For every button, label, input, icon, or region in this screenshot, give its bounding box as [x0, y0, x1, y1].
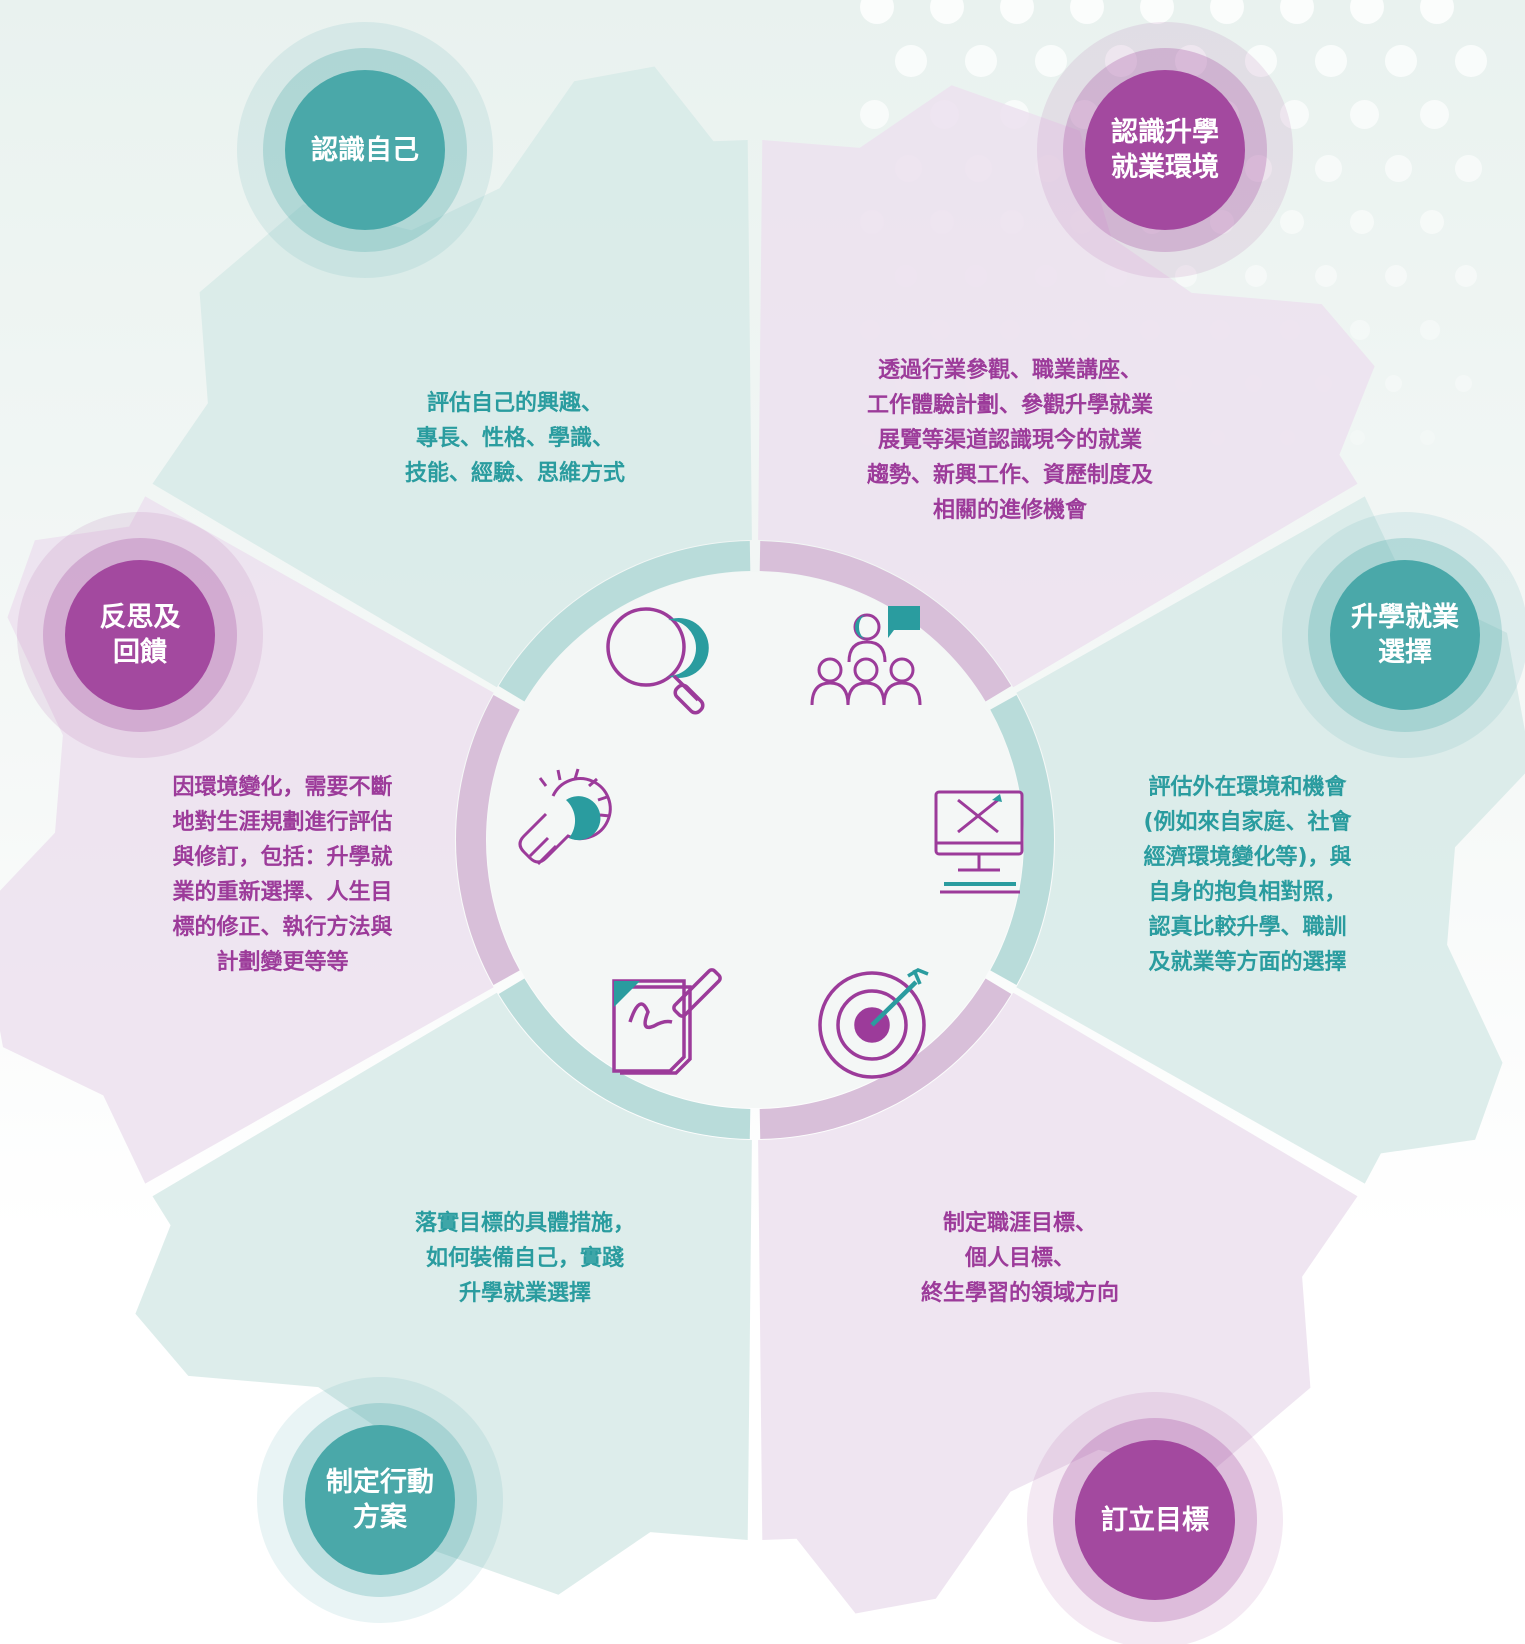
- stage-badge-goal: 訂立目標: [1075, 1440, 1235, 1600]
- hub-ring-segment-self: [498, 541, 751, 702]
- decorative-dot: [1455, 155, 1482, 182]
- stage-description-environment: 透過行業參觀、職業講座、 工作體驗計劃、參觀升學就業 展覽等渠道認識現今的就業 …: [866, 358, 1153, 523]
- stage-badge-action: 制定行動 方案: [305, 1425, 455, 1575]
- decorative-dot: [1420, 430, 1435, 445]
- decorative-dot: [1350, 210, 1375, 235]
- stage-badge-choice: 升學就業 選擇: [1330, 560, 1480, 710]
- decorative-dot: [1385, 45, 1417, 77]
- stage-description-action: 落實目標的具體措施， 如何裝備自己，實踐 升學就業選擇: [414, 1211, 635, 1306]
- gear-sector-self: [152, 66, 752, 688]
- decorative-dot: [1175, 265, 1197, 287]
- stage-badge-environment: 認識升學 就業環境: [1085, 70, 1245, 230]
- decorative-dot: [1455, 265, 1477, 287]
- decorative-dot: [1420, 100, 1450, 130]
- decorative-dot: [1350, 430, 1365, 445]
- decorative-dot: [1350, 320, 1370, 340]
- decorative-dot: [1385, 265, 1407, 287]
- stage-description-reflect: 因環境變化，需要不斷 地對生涯規劃進行評估 與修訂，包括：升學就 業的重新選擇、…: [172, 775, 393, 975]
- decorative-dot: [1350, 100, 1380, 130]
- decorative-dot: [1280, 100, 1310, 130]
- gear-sector-action: [135, 992, 752, 1595]
- decorative-dot: [1315, 265, 1337, 287]
- decorative-dot: [1315, 45, 1347, 77]
- stage-badge-reflect: 反思及 回饋: [65, 560, 215, 710]
- decorative-dot: [860, 100, 890, 130]
- hub-ring-segment-reflect: [456, 695, 520, 985]
- hub-ring-segment-choice: [990, 695, 1054, 985]
- gear-sector-environment: [758, 85, 1375, 688]
- decorative-dot: [1455, 375, 1473, 393]
- stage-badge-self: 認識自己: [285, 70, 445, 230]
- decorative-dot: [1315, 155, 1342, 182]
- hub-ring-segment-action: [498, 978, 751, 1139]
- decorative-dot: [1245, 45, 1277, 77]
- decorative-dot: [1035, 45, 1067, 77]
- stage-description-self: 評估自己的興趣、 專長、性格、學識、 技能、經驗、思維方式: [404, 391, 625, 486]
- hub-ring-segment-environment: [759, 541, 1012, 702]
- stage-description-choice: 評估外在環境和機會 (例如來自家庭、社會 經濟環境變化等)，與 自身的抱負相對照…: [1143, 775, 1352, 975]
- decorative-dot: [1245, 155, 1272, 182]
- decorative-dot: [1455, 45, 1487, 77]
- target-icon: [818, 968, 929, 1079]
- notepad-pen-icon: [612, 968, 722, 1075]
- decorative-dot: [1420, 320, 1440, 340]
- decorative-dot: [1245, 265, 1267, 287]
- decorative-dot: [1385, 375, 1403, 393]
- center-hub: [487, 572, 1023, 1108]
- decorative-dot: [965, 45, 997, 77]
- decorative-dot: [1105, 45, 1137, 77]
- magnifier-icon: [606, 607, 709, 715]
- decorative-dot: [1420, 210, 1445, 235]
- stage-description-goal: 制定職涯目標、 個人目標、 終生學習的領域方向: [920, 1211, 1119, 1306]
- audience-speaker-icon: [810, 606, 922, 706]
- gear-sector-goal: [758, 992, 1358, 1614]
- decorative-dot: [1210, 210, 1235, 235]
- decorative-dot: [895, 45, 927, 77]
- lightbulb-icon: [518, 768, 612, 866]
- computer-design-icon: [934, 790, 1024, 894]
- decorative-dot: [1385, 155, 1412, 182]
- hub-ring-segment-goal: [759, 978, 1012, 1139]
- decorative-dot: [1280, 210, 1305, 235]
